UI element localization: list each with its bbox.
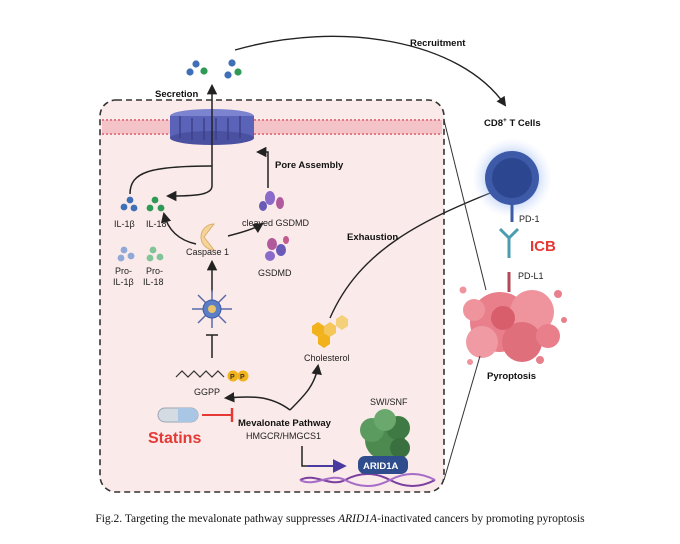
pdl1-label: PD-L1 — [518, 271, 544, 281]
pyroptosis-label: Pyroptosis — [487, 371, 536, 382]
cleaved-gsdmd-label: cleaved GSDMD — [242, 218, 310, 228]
pyroptotic-cell — [459, 286, 567, 365]
statins-label: Statins — [148, 430, 201, 447]
exhaustion-label: Exhaustion — [347, 232, 398, 243]
ggpp-label: GGPP — [194, 387, 220, 397]
pd1-label: PD-1 — [519, 214, 540, 224]
zoom-line-top — [443, 119, 487, 291]
mevalonate-pathway-label: Mevalonate Pathway — [238, 418, 332, 429]
arid1a-label: ARID1A — [363, 461, 399, 472]
exhaustion-arrow — [329, 184, 510, 319]
tumor-cell — [99, 99, 445, 493]
il18-label: IL-18 — [146, 219, 167, 229]
cd8-t-cell — [472, 138, 552, 222]
cytokine-to-pore-path — [129, 165, 213, 195]
pore-assembly-label: Pore Assembly — [275, 160, 344, 171]
pore-to-il18-arrow — [165, 185, 213, 202]
mevalonate-to-ggpp-arrow — [223, 392, 291, 411]
caspase1-label: Caspase 1 — [186, 247, 229, 257]
ggpp-p1: P — [230, 374, 235, 381]
statin-capsule-icon — [157, 407, 199, 423]
hmgcr-label: HMGCR/HMGCS1 — [246, 431, 321, 441]
swi-snf-label: SWI/SNF — [370, 397, 408, 407]
pro-il18-label-line1: Pro- — [146, 266, 163, 276]
secretion-label: Secretion — [155, 89, 198, 100]
caspase-to-il18-arrow — [160, 211, 197, 245]
il1b-label: IL-1β — [114, 219, 135, 229]
icb-antibody-icon — [498, 227, 520, 258]
pro-cytokines — [117, 246, 164, 262]
cd8-sup: + — [503, 117, 507, 124]
swi-snf-complex — [360, 409, 410, 460]
arid1a-box — [358, 456, 408, 474]
cholesterol-molecule — [312, 315, 348, 348]
figure-caption: Fig.2. Targeting the mevalonate pathway … — [0, 513, 680, 525]
cholesterol-label: Cholesterol — [304, 353, 350, 363]
gsdmd-icon — [265, 236, 289, 261]
cd8-prefix: CD8 — [484, 118, 503, 129]
caption-gene: ARID1A — [338, 513, 378, 525]
caption-suffix: -inactivated cancers by promoting pyropt… — [377, 513, 585, 525]
cd8-suffix: T Cells — [507, 118, 541, 129]
inflammasome-icon — [192, 290, 232, 328]
icb-label: ICB — [530, 238, 556, 255]
cleaved-gsdmd-icon — [259, 191, 284, 211]
ggpp-molecule: P P — [175, 370, 249, 382]
caption-prefix: Fig.2. Targeting the mevalonate pathway … — [95, 513, 339, 525]
cd8-label: CD8+ T Cells — [484, 117, 541, 129]
ggpp-p2: P — [240, 374, 245, 381]
pore-assembly-arrow — [255, 146, 269, 188]
mature-cytokines — [120, 196, 165, 212]
caspase-to-gsdmd-arrow — [227, 222, 264, 237]
zoom-line-bottom — [443, 355, 481, 481]
pro-il1b-label-line1: Pro- — [115, 266, 132, 276]
recruitment-label: Recruitment — [410, 38, 466, 49]
pro-il1b-label-line2: IL-1β — [113, 277, 134, 287]
gsdmd-label: GSDMD — [258, 268, 292, 278]
recruitment-arrow — [234, 35, 507, 107]
secreted-cytokines — [186, 59, 242, 79]
pro-il18-label-line2: IL-18 — [143, 277, 164, 287]
caspase1-icon — [200, 223, 216, 251]
mevalonate-to-cholesterol-arrow — [289, 363, 322, 411]
cell-membrane — [102, 119, 442, 135]
